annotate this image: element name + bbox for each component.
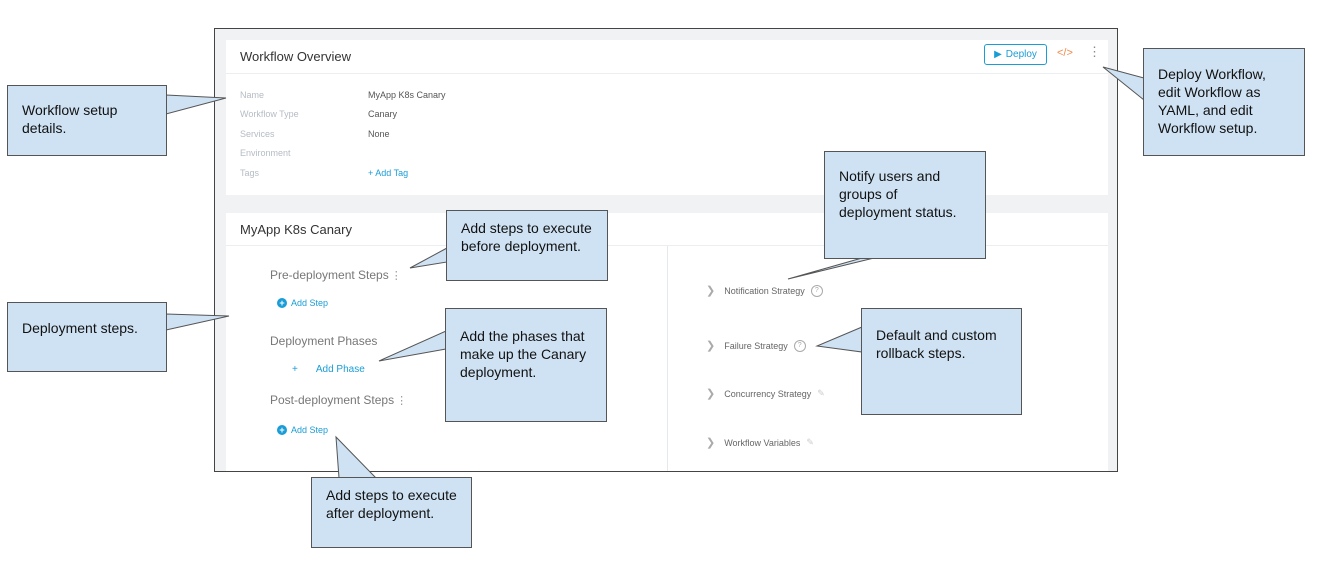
workflow-overview-panel: Workflow Overview ▶ Deploy </> ⋮ Name My… (226, 40, 1108, 195)
pointer-steps (165, 313, 230, 331)
workflow-header: MyApp K8s Canary (226, 213, 1108, 246)
add-phase-label: Add Phase (315, 364, 365, 375)
pencil-icon[interactable]: ✎ (817, 388, 825, 398)
chevron-right-icon: ❯ (706, 285, 716, 297)
field-value-name: MyApp K8s Canary (368, 90, 446, 100)
pointer-deploy (1102, 66, 1145, 102)
post-deployment-section: Post-deployment Steps⋮ (270, 393, 407, 407)
workflow-title: MyApp K8s Canary (240, 222, 352, 237)
chevron-right-icon: ❯ (706, 437, 716, 449)
post-add-step-button[interactable]: + Add Step (277, 425, 328, 435)
failure-strategy-label: Failure Strategy (724, 340, 788, 351)
add-circle-icon: + (277, 425, 287, 435)
overview-title: Workflow Overview (240, 49, 352, 64)
field-label-services: Services (240, 129, 275, 139)
deploy-button[interactable]: ▶ Deploy (984, 44, 1047, 65)
column-divider (667, 246, 668, 471)
callout-phases: Add the phases that make up the Canary d… (445, 308, 607, 422)
pointer-phases (378, 330, 447, 362)
help-icon[interactable]: ? (810, 284, 823, 297)
pre-add-step-label: Add Step (291, 298, 329, 308)
concurrency-strategy-row[interactable]: ❯ Concurrency Strategy ✎ (706, 387, 825, 400)
pre-deployment-menu-icon[interactable]: ⋮ (390, 270, 402, 282)
field-label-tags: Tags (240, 168, 260, 178)
callout-notify: Notify users and groups of deployment st… (824, 151, 986, 259)
post-add-step-label: Add Step (291, 425, 329, 435)
pre-add-step-button[interactable]: + Add Step (277, 298, 328, 308)
pre-deployment-section: Pre-deployment Steps⋮ (270, 268, 402, 282)
callout-setup: Workflow setup details. (7, 85, 167, 156)
notification-strategy-label: Notification Strategy (724, 285, 805, 296)
post-deployment-menu-icon[interactable]: ⋮ (396, 395, 408, 407)
callout-after: Add steps to execute after deployment. (311, 477, 472, 548)
pointer-rollback (815, 326, 863, 353)
pointer-before (409, 247, 448, 269)
deployment-phases-title: Deployment Phases (270, 334, 378, 348)
concurrency-strategy-label: Concurrency Strategy (724, 388, 812, 399)
callout-rollback: Default and custom rollback steps. (861, 308, 1022, 415)
callout-deploy: Deploy Workflow, edit Workflow as YAML, … (1143, 48, 1305, 156)
plus-icon: + (292, 364, 298, 375)
deploy-label: Deploy (1005, 49, 1037, 60)
field-label-workflow-type: Workflow Type (240, 109, 299, 119)
add-circle-icon: + (277, 298, 287, 308)
workflow-variables-row[interactable]: ❯ Workflow Variables ✎ (706, 436, 814, 449)
overview-header: Workflow Overview ▶ Deploy </> ⋮ (226, 40, 1108, 74)
field-value-workflow-type: Canary (368, 109, 398, 119)
failure-strategy-row[interactable]: ❯ Failure Strategy ? (706, 339, 806, 352)
more-options-icon[interactable]: ⋮ (1088, 44, 1101, 59)
chevron-right-icon: ❯ (706, 340, 716, 352)
pre-deployment-title: Pre-deployment Steps (270, 268, 389, 282)
callout-steps: Deployment steps. (7, 302, 167, 372)
help-icon[interactable]: ? (793, 339, 806, 352)
field-label-environment: Environment (240, 148, 291, 158)
field-value-services: None (368, 129, 390, 139)
callout-before: Add steps to execute before deployment. (446, 210, 608, 281)
post-deployment-title: Post-deployment Steps (270, 393, 395, 407)
add-tag-link[interactable]: + Add Tag (368, 168, 409, 178)
notification-strategy-row[interactable]: ❯ Notification Strategy ? (706, 284, 823, 297)
add-phase-button[interactable]: + Add Phase (292, 364, 365, 375)
code-yaml-icon[interactable]: </> (1057, 47, 1073, 59)
field-label-name: Name (240, 90, 265, 100)
play-icon: ▶ (994, 49, 1002, 60)
workflow-variables-label: Workflow Variables (724, 437, 801, 448)
chevron-right-icon: ❯ (706, 388, 716, 400)
pointer-notify (787, 257, 875, 280)
pointer-setup (165, 94, 227, 115)
pencil-icon[interactable]: ✎ (806, 437, 814, 447)
pointer-after (335, 435, 378, 479)
